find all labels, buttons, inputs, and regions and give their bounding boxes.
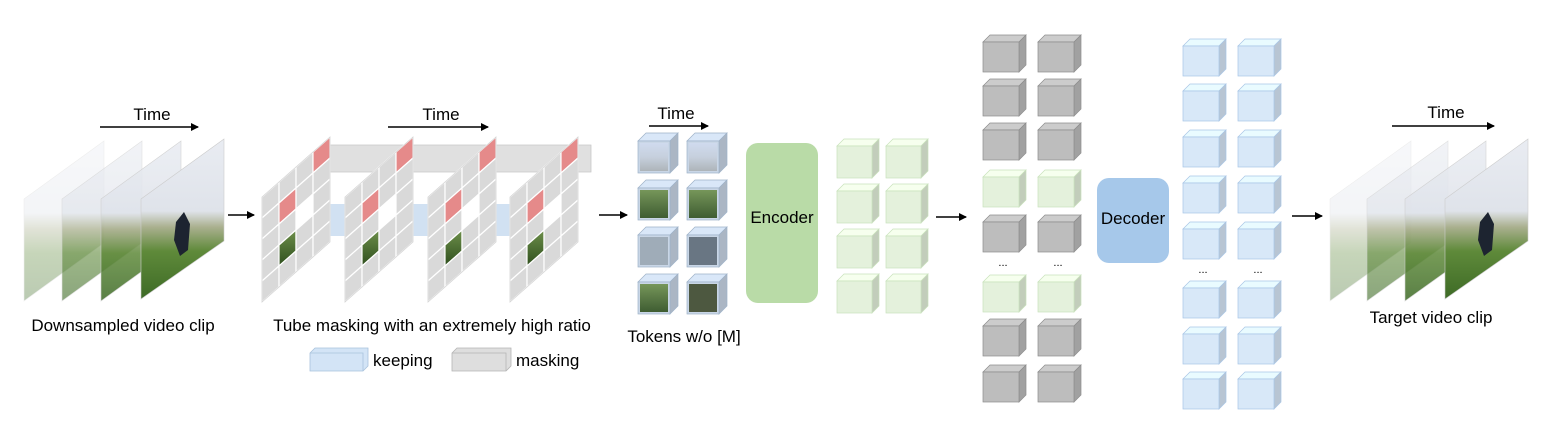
video-frame (1444, 138, 1529, 300)
ellipsis: ... (1253, 264, 1262, 276)
decoded-token-cube (1182, 221, 1227, 260)
mask-token-cube (1037, 214, 1082, 253)
masked-frame (427, 135, 497, 304)
mask-token-cube (982, 78, 1027, 117)
encoded-token-cube (836, 138, 880, 179)
decoded-token-cube (1237, 38, 1282, 77)
decoded-token-cube (1237, 280, 1282, 319)
legend-masking-label: masking (516, 351, 579, 370)
time-label: Time (422, 105, 459, 124)
encoded-token-cube (885, 183, 929, 224)
decoded-token-cube (1237, 371, 1282, 410)
encoded-token-cube (885, 228, 929, 269)
masked-frame (509, 135, 579, 304)
full-token-set: ...... (982, 34, 1082, 403)
decoded-token-cube (1182, 129, 1227, 168)
legend-keeping-label: keeping (373, 351, 433, 370)
mask-token-cube (1037, 34, 1082, 73)
token-cube (686, 179, 728, 221)
encoded-token-cube (836, 228, 880, 269)
frame-outline (509, 136, 579, 303)
mask-token-cube (1037, 318, 1082, 357)
mask-token-cube (982, 318, 1027, 357)
encoded-token-cube (982, 169, 1027, 208)
decoded-tokens: ...... (1182, 38, 1282, 410)
encoded-token-cube (1037, 169, 1082, 208)
mask-token-cube (982, 122, 1027, 161)
encoded-token-cube (885, 138, 929, 179)
time-label: Time (1427, 103, 1464, 122)
mask-token-cube (982, 34, 1027, 73)
token-cube (686, 273, 728, 315)
downsampled-clip: Time Downsampled video clip (23, 105, 255, 335)
target-clip: Time Target video clip (1329, 103, 1529, 327)
decoder-label: Decoder (1101, 209, 1166, 228)
mask-token-cube (1037, 364, 1082, 403)
encoder-label: Encoder (750, 208, 814, 227)
encoder-block: Encoder (746, 143, 818, 303)
encoded-token-cube (982, 274, 1027, 313)
decoder-block: Decoder (1097, 178, 1169, 263)
decoded-token-cube (1182, 38, 1227, 77)
decoded-token-cube (1182, 175, 1227, 214)
token-cube (637, 179, 679, 221)
mask-token-cube (982, 214, 1027, 253)
mask-token-cube (982, 364, 1027, 403)
masked-frame (344, 135, 414, 304)
frame-outline (344, 136, 414, 303)
encoder-box (746, 143, 818, 303)
decoded-token-cube (1182, 326, 1227, 365)
ellipsis: ... (1198, 264, 1207, 276)
visible-tokens: Time Tokens w/o [M] (627, 104, 740, 346)
frame-outline (261, 136, 331, 303)
time-label: Time (133, 105, 170, 124)
decoded-token-cube (1182, 280, 1227, 319)
tube-masking-label: Tube masking with an extremely high rati… (273, 316, 591, 335)
decoded-token-cube (1182, 83, 1227, 122)
decoder-box (1097, 178, 1169, 263)
token-cube (637, 226, 679, 268)
legend-keeping: keeping (309, 347, 433, 372)
decoded-token-cube (1237, 221, 1282, 260)
encoded-tokens (836, 138, 929, 314)
encoded-token-cube (885, 273, 929, 314)
tokens-label: Tokens w/o [M] (627, 327, 740, 346)
mask-token-cube (1037, 78, 1082, 117)
decoded-token-cube (1237, 175, 1282, 214)
ellipsis: ... (998, 257, 1007, 269)
encoded-token-cube (836, 273, 880, 314)
target-label: Target video clip (1370, 308, 1493, 327)
token-cube (637, 273, 679, 315)
video-frame (140, 138, 225, 300)
token-cube (686, 132, 728, 174)
token-cube (686, 226, 728, 268)
tube-masking: Time keeping masking Tube masking with a… (261, 105, 628, 372)
decoded-token-cube (1237, 129, 1282, 168)
encoded-token-cube (836, 183, 880, 224)
ellipsis: ... (1053, 257, 1062, 269)
decoded-token-cube (1237, 326, 1282, 365)
downsampled-label: Downsampled video clip (31, 316, 214, 335)
legend-masking: masking (451, 347, 579, 372)
masked-frame (261, 135, 331, 304)
decoded-token-cube (1237, 83, 1282, 122)
mask-token-cube (1037, 122, 1082, 161)
time-label: Time (657, 104, 694, 123)
token-cube (637, 132, 679, 174)
frame-outline (427, 136, 497, 303)
decoded-token-cube (1182, 371, 1227, 410)
encoded-token-cube (1037, 274, 1082, 313)
